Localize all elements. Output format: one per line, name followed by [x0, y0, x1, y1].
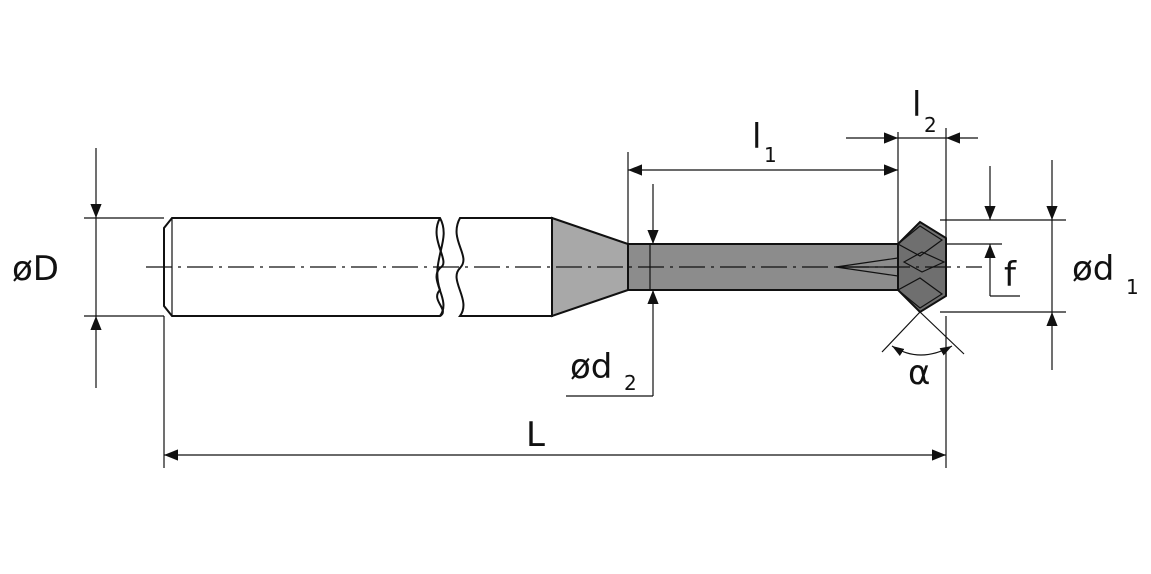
cutting-head	[896, 220, 947, 314]
label-neck-diameter-sub: 2	[624, 371, 637, 395]
dim-head-diameter: ød 1	[940, 160, 1139, 370]
dim-chamfer: f	[940, 166, 1066, 297]
label-total-length: L	[526, 415, 545, 455]
label-neck-length-sub: 1	[764, 143, 777, 167]
label-head-diameter-sub: 1	[1126, 275, 1139, 299]
label-head-diameter: ød	[1072, 249, 1114, 289]
label-neck-diameter: ød	[570, 347, 612, 387]
label-chamfer: f	[1004, 255, 1017, 295]
dim-head-length: l 2	[846, 85, 978, 238]
label-shank-diameter: øD	[12, 249, 59, 289]
dim-total-length: L	[163, 316, 947, 468]
dim-neck-length: l 1	[627, 117, 899, 244]
label-head-length-sub: 2	[924, 113, 937, 137]
dim-angle: α	[881, 311, 965, 393]
dim-neck-diameter: ød 2	[566, 184, 659, 397]
body	[455, 217, 553, 317]
label-head-length: l	[912, 85, 921, 125]
dim-shank-diameter: øD	[12, 148, 164, 388]
label-angle: α	[908, 353, 930, 393]
label-neck-length: l	[752, 117, 761, 157]
